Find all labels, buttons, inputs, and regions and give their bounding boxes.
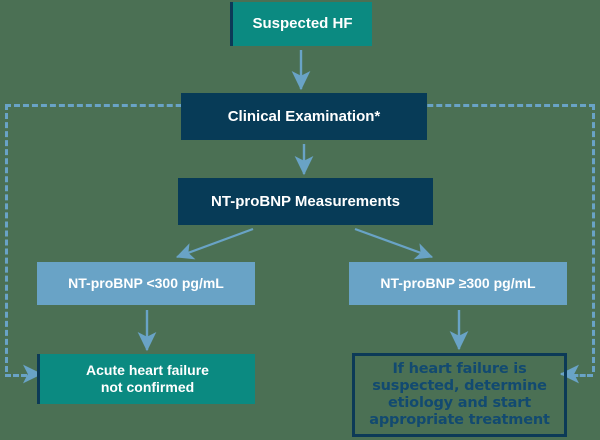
node-ntprobnp-measurements[interactable]: NT-proBNP Measurements xyxy=(178,178,433,225)
node-notconfirmed-line-2: not confirmed xyxy=(100,379,195,395)
dashed-region-left-edge xyxy=(5,104,8,372)
node-clinical-examination[interactable]: Clinical Examination* xyxy=(181,93,427,140)
node-clinical-examination-label: Clinical Examination* xyxy=(227,107,381,125)
node-notconfirmed-line-1: Acute heart failure xyxy=(86,362,209,379)
dashed-connector-right-arm xyxy=(565,374,593,377)
node-determine-line-1: If heart failure is xyxy=(392,360,527,377)
node-acute-heart-failure-not-confirmed-text: Acute heart failure not confirmed xyxy=(86,362,209,395)
node-suspected-hf-label: Suspected HF xyxy=(252,15,353,33)
dashed-connector-left-arm xyxy=(5,374,35,377)
node-acute-heart-failure-not-confirmed[interactable]: Acute heart failure not confirmed xyxy=(37,354,255,404)
arrow-measure-to-low xyxy=(175,227,254,260)
node-determine-etiology-and-treat[interactable]: If heart failure is suspected, determine… xyxy=(352,353,567,437)
node-ntprobnp-below-300-label: NT-proBNP <300 pg/mL xyxy=(68,275,224,292)
node-determine-line-3: etiology and start xyxy=(388,395,531,411)
node-determine-line-4: appropriate treatment xyxy=(369,412,550,429)
node-suspected-hf[interactable]: Suspected HF xyxy=(230,2,372,46)
node-ntprobnp-measurements-label: NT-proBNP Measurements xyxy=(211,192,400,210)
node-ntprobnp-at-or-above-300[interactable]: NT-proBNP ≥300 pg/mL xyxy=(349,262,567,305)
node-ntprobnp-below-300[interactable]: NT-proBNP <300 pg/mL xyxy=(37,262,255,305)
node-determine-etiology-text: If heart failure is suspected, determine… xyxy=(369,360,550,429)
node-determine-line-2: suspected, determine xyxy=(372,377,547,394)
arrow-measure-to-high xyxy=(354,227,434,260)
dashed-region-right-edge xyxy=(592,104,595,372)
node-ntprobnp-at-or-above-300-label: NT-proBNP ≥300 pg/mL xyxy=(380,275,536,292)
